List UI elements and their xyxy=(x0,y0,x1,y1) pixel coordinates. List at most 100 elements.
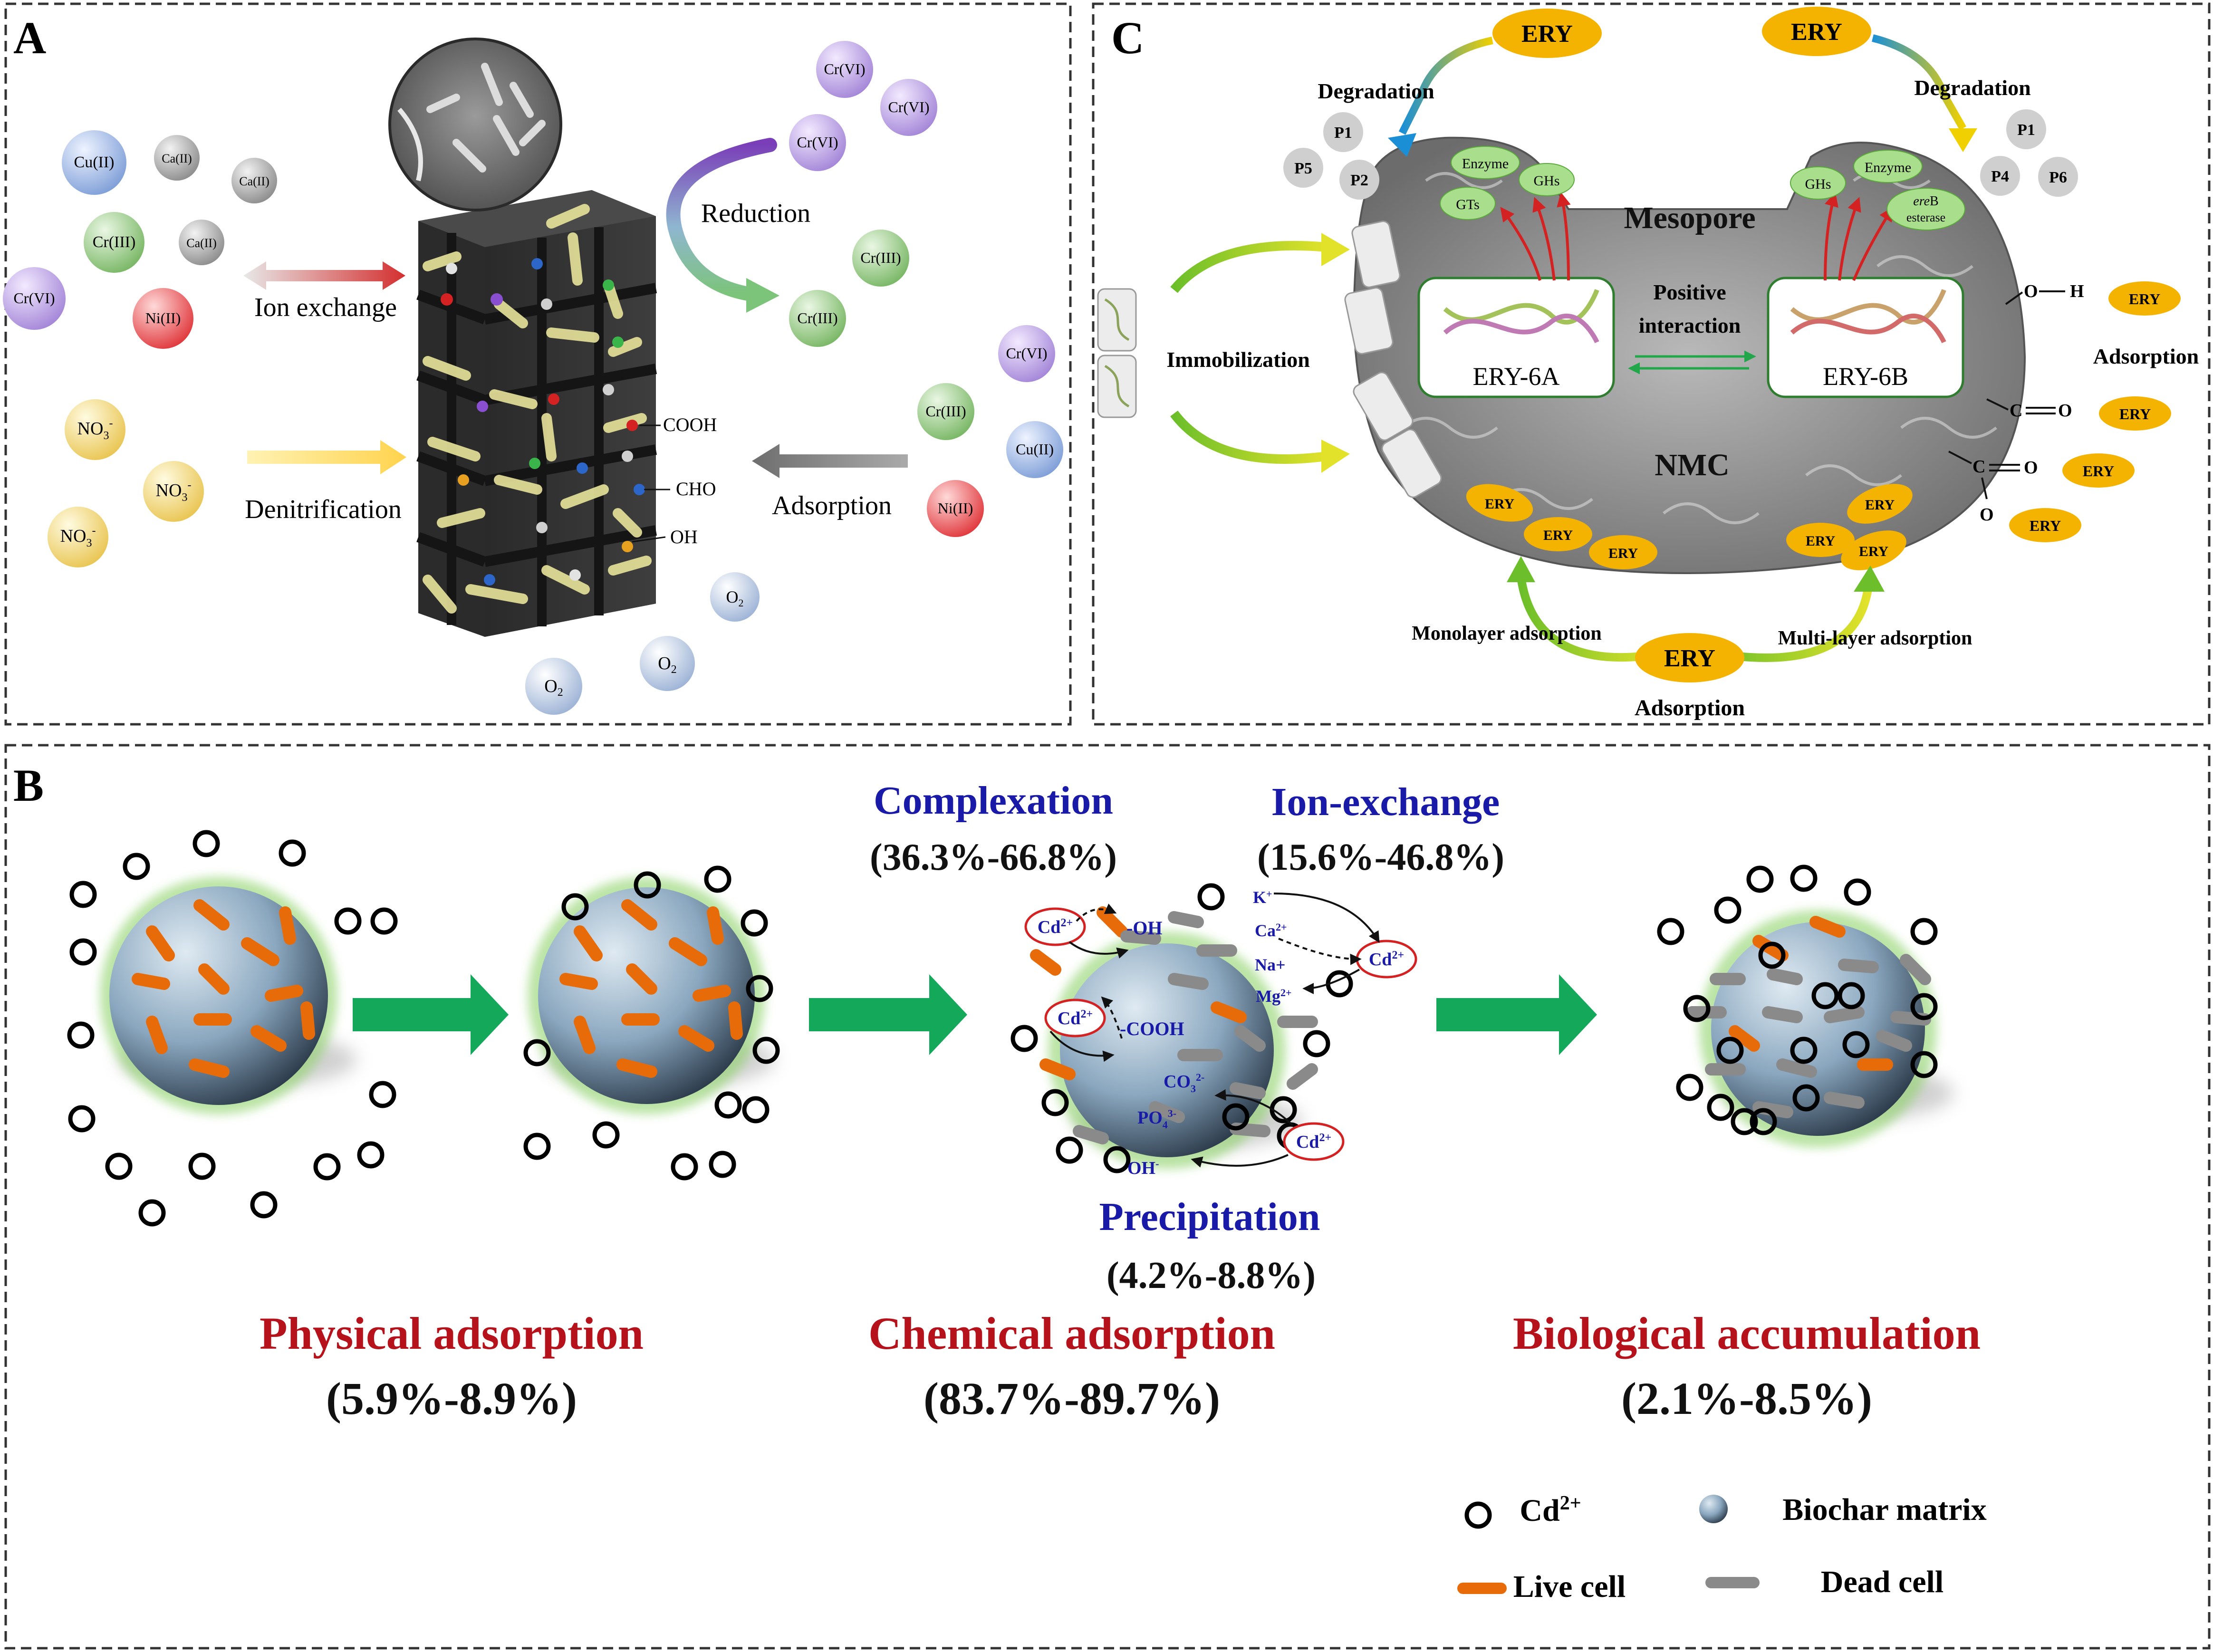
ion-cr-iii: Cr(III) xyxy=(852,230,909,287)
bottom-ery-group: ERY ERY ERY ERY ERY ERY xyxy=(1466,484,1913,570)
ery-label: ERY xyxy=(1608,546,1638,561)
panel-b-label: B xyxy=(13,760,44,811)
ery-label: ERY xyxy=(2083,462,2114,480)
stage3-range: (2.1%-8.5%) xyxy=(1621,1373,1872,1424)
precipitation-title: Precipitation xyxy=(1099,1195,1320,1239)
oh-o: O xyxy=(2024,281,2038,301)
product-bubble: P4 xyxy=(1980,156,2020,196)
ery-bubble: ERY xyxy=(2062,453,2135,488)
oxygen-molecule: O2 xyxy=(640,636,695,691)
legend-cd-label: Cd2+ xyxy=(1520,1492,1581,1528)
ion-cu-ii: Cu(II) xyxy=(62,130,126,195)
legend: Cd2+ Biochar matrix Live cell Dead cell xyxy=(1447,1492,1987,1604)
ion-cu-ii: Cu(II) xyxy=(1006,421,1063,478)
ion-label: Cr(VI) xyxy=(888,98,929,115)
right-ery-group: ERY ERY ERY ERY xyxy=(2009,281,2181,542)
ery-label: ERY xyxy=(1859,544,1889,559)
group-oh-b: -OH xyxy=(1126,917,1163,939)
oxygen-label: O2 xyxy=(726,587,744,609)
bottom-adsorption-label: Adsorption xyxy=(1635,695,1745,720)
svg-text:Cd2+: Cd2+ xyxy=(1058,1008,1093,1028)
degradation-left: ERY Degradation P1 P5 P2 xyxy=(1283,9,1602,200)
oxygen-molecule: O2 xyxy=(525,658,582,715)
ion-nitrate: NO3- xyxy=(65,399,125,460)
oxygen-group: O2 O2 O2 xyxy=(525,572,760,715)
ion-label: Cr(III) xyxy=(93,233,136,251)
oh-h: H xyxy=(2070,281,2084,301)
legend-live: Live cell xyxy=(1447,1569,1626,1604)
ion-nitrate: NO3- xyxy=(48,507,108,567)
stage-titles: Physical adsorption (5.9%-8.9%) Chemical… xyxy=(260,1308,1981,1424)
denitrification-arrow: Denitrification xyxy=(245,440,406,524)
esterase-label: esterase xyxy=(1906,211,1945,224)
stage2-cd-circles xyxy=(523,865,780,1181)
ion-label: Cr(III) xyxy=(860,249,901,266)
ion-cr-iii: Cr(III) xyxy=(789,290,846,347)
degradation-right: ERY Degradation P1 P4 P6 xyxy=(1762,7,2078,197)
stage2-sphere xyxy=(528,877,775,1114)
red-arrows xyxy=(1500,192,1894,281)
adsorption-label-right: Adsorption xyxy=(2093,344,2199,368)
ion-cr-iii: Cr(III) xyxy=(917,383,974,440)
ery-label: ERY xyxy=(1485,496,1515,512)
degradation-label: Degradation xyxy=(1914,76,2030,100)
ions-left-group: Cu(II) Ca(II) Ca(II) Cr(III) Ca(II) Cr(V… xyxy=(3,130,277,349)
ion-label: Ca(II) xyxy=(186,236,217,250)
ion-label: Ni(II) xyxy=(938,499,973,517)
carbonyl-o: O xyxy=(2024,458,2038,478)
panel-c-border xyxy=(1092,2,2211,726)
ery-label: ERY xyxy=(2030,517,2061,534)
reduction-group: Reduction Cr(VI) Cr(VI) Cr(VI) Cr(III) C… xyxy=(666,41,937,347)
ery-label: ERY xyxy=(1521,20,1573,48)
ery-bubble: ERY xyxy=(2009,508,2081,542)
strain-box-a: ERY-6A xyxy=(1417,277,1615,398)
stage1-sphere xyxy=(100,877,356,1114)
adsorption-group-a: Adsorption Cr(VI) Cr(III) Cu(II) Ni(II) xyxy=(752,325,1063,537)
cd-ion-label: Cd2+ xyxy=(1044,999,1106,1037)
ery-label: ERY xyxy=(2129,290,2160,307)
panel-b-border xyxy=(4,744,2211,1650)
group-cooh-label: COOH xyxy=(663,414,717,435)
ion-ca-ii: Ca(II) xyxy=(231,158,277,203)
stage-arrow xyxy=(353,974,509,1055)
strain-b-label: ERY-6B xyxy=(1823,362,1908,391)
ion-label: Cu(II) xyxy=(1016,441,1054,458)
ghs-label: GHs xyxy=(1533,173,1559,189)
legend-dead: Dead cell xyxy=(1695,1565,1944,1599)
reduction-label: Reduction xyxy=(701,199,810,228)
right-groups: O H C O C O O xyxy=(1948,281,2084,525)
ion-exchange-arrow: Ion exchange xyxy=(243,261,405,322)
stage4-sphere xyxy=(1686,910,1953,1148)
gts-bubble: GTs xyxy=(1440,187,1496,220)
ery-bubble: ERY xyxy=(1841,530,1906,570)
nitrate-ions: NO3- NO3- NO3- xyxy=(48,399,204,567)
ion-ca-ii: Ca(II) xyxy=(154,135,200,181)
strain-a-label: ERY-6A xyxy=(1472,362,1559,391)
product-bubble: P2 xyxy=(1339,160,1379,200)
ereb-label: ereB xyxy=(1913,194,1938,209)
ca-ion: Ca2+ xyxy=(1255,921,1287,940)
carbonyl-c: C xyxy=(1972,457,1985,477)
chemical-labels: Complexation (36.3%-66.8%) Ion-exchange … xyxy=(870,778,1504,1297)
ion-label: Ca(II) xyxy=(239,174,269,188)
ghs-label: GHs xyxy=(1805,176,1831,192)
carbonyl-c: C xyxy=(2010,401,2022,421)
ion-cr-vi: Cr(VI) xyxy=(998,325,1055,382)
product-label: P1 xyxy=(1334,124,1352,142)
po4-ion: PO43- xyxy=(1137,1107,1176,1131)
denitrification-label: Denitrification xyxy=(245,495,402,524)
legend-dead-label: Dead cell xyxy=(1821,1565,1944,1599)
oxygen-molecule: O2 xyxy=(710,572,760,622)
ery-bubble: ERY xyxy=(1524,517,1592,551)
enzyme-label: Enzyme xyxy=(1462,156,1509,172)
ion-cr-vi: Cr(VI) xyxy=(789,114,846,171)
ghs-bubble: GHs xyxy=(1519,163,1575,196)
svg-text:Cd2+: Cd2+ xyxy=(1369,949,1404,970)
ion-cr-vi: Cr(VI) xyxy=(880,79,937,136)
ery-bubble: ERY xyxy=(1786,523,1855,557)
monolayer-label: Monolayer adsorption xyxy=(1412,623,1601,644)
mg-ion: Mg2+ xyxy=(1256,987,1292,1006)
group-cho-label: CHO xyxy=(676,478,716,499)
positive-line2: interaction xyxy=(1639,313,1741,337)
